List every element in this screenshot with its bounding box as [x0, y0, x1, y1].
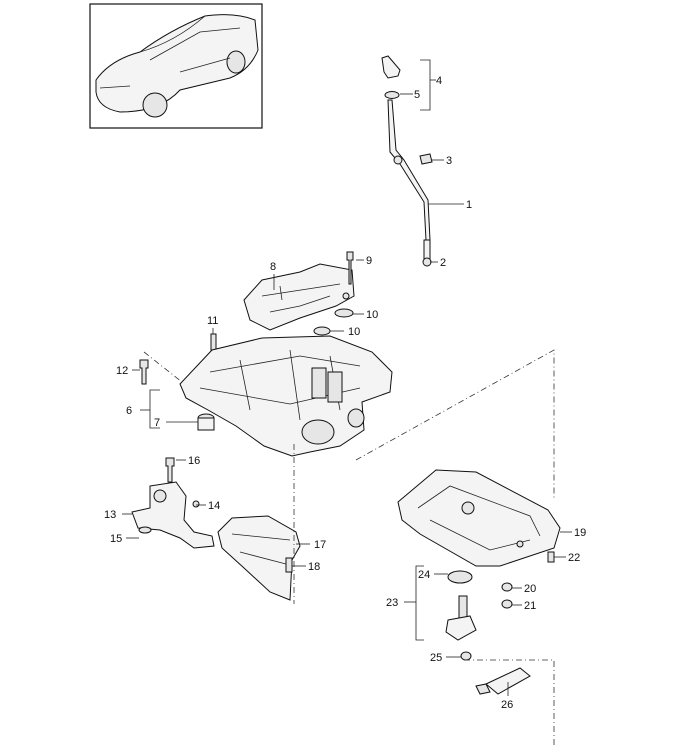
- sealant-tube: [475, 667, 531, 695]
- callout-26: 26: [501, 699, 513, 711]
- callout-7: 7: [154, 417, 160, 429]
- callout-2: 2: [440, 257, 446, 269]
- callout-10b: 10: [348, 326, 360, 338]
- bolts: [139, 251, 354, 385]
- baffle: [217, 515, 301, 601]
- callout-8: 8: [270, 261, 276, 273]
- dipstick-assembly: [381, 55, 433, 267]
- seal-ring: [313, 326, 331, 336]
- deflector-cover: [243, 263, 355, 331]
- callout-1: 1: [466, 199, 472, 211]
- callout-21: 21: [524, 600, 536, 612]
- vehicle-thumbnail: [89, 3, 263, 129]
- callout-10a: 10: [366, 309, 378, 321]
- callout-4: 4: [436, 75, 442, 87]
- callout-16: 16: [188, 455, 200, 467]
- callout-13: 13: [104, 509, 116, 521]
- callout-19: 19: [574, 527, 586, 539]
- oil-pump: [131, 457, 215, 549]
- callout-23: 23: [386, 597, 398, 609]
- seal-ring: [334, 308, 354, 318]
- lower-oil-sump: [397, 469, 561, 567]
- callout-5: 5: [414, 89, 420, 101]
- callout-11: 11: [207, 315, 218, 327]
- callout-24: 24: [418, 569, 430, 581]
- callout-17: 17: [314, 539, 326, 551]
- callout-14: 14: [208, 500, 220, 512]
- callout-9: 9: [366, 255, 372, 267]
- callout-18: 18: [308, 561, 320, 573]
- plug: [197, 413, 215, 431]
- leader-lines: [122, 59, 572, 696]
- callout-6: 6: [126, 405, 132, 417]
- assembly-guide-lines: [143, 349, 555, 746]
- callout-22: 22: [568, 552, 580, 564]
- callout-12: 12: [116, 365, 128, 377]
- callout-15: 15: [110, 533, 122, 545]
- callout-20: 20: [524, 583, 536, 595]
- callout-3: 3: [446, 155, 452, 167]
- upper-oil-sump: [179, 335, 393, 457]
- callout-25: 25: [430, 652, 442, 664]
- oil-level-sensor: [445, 551, 555, 661]
